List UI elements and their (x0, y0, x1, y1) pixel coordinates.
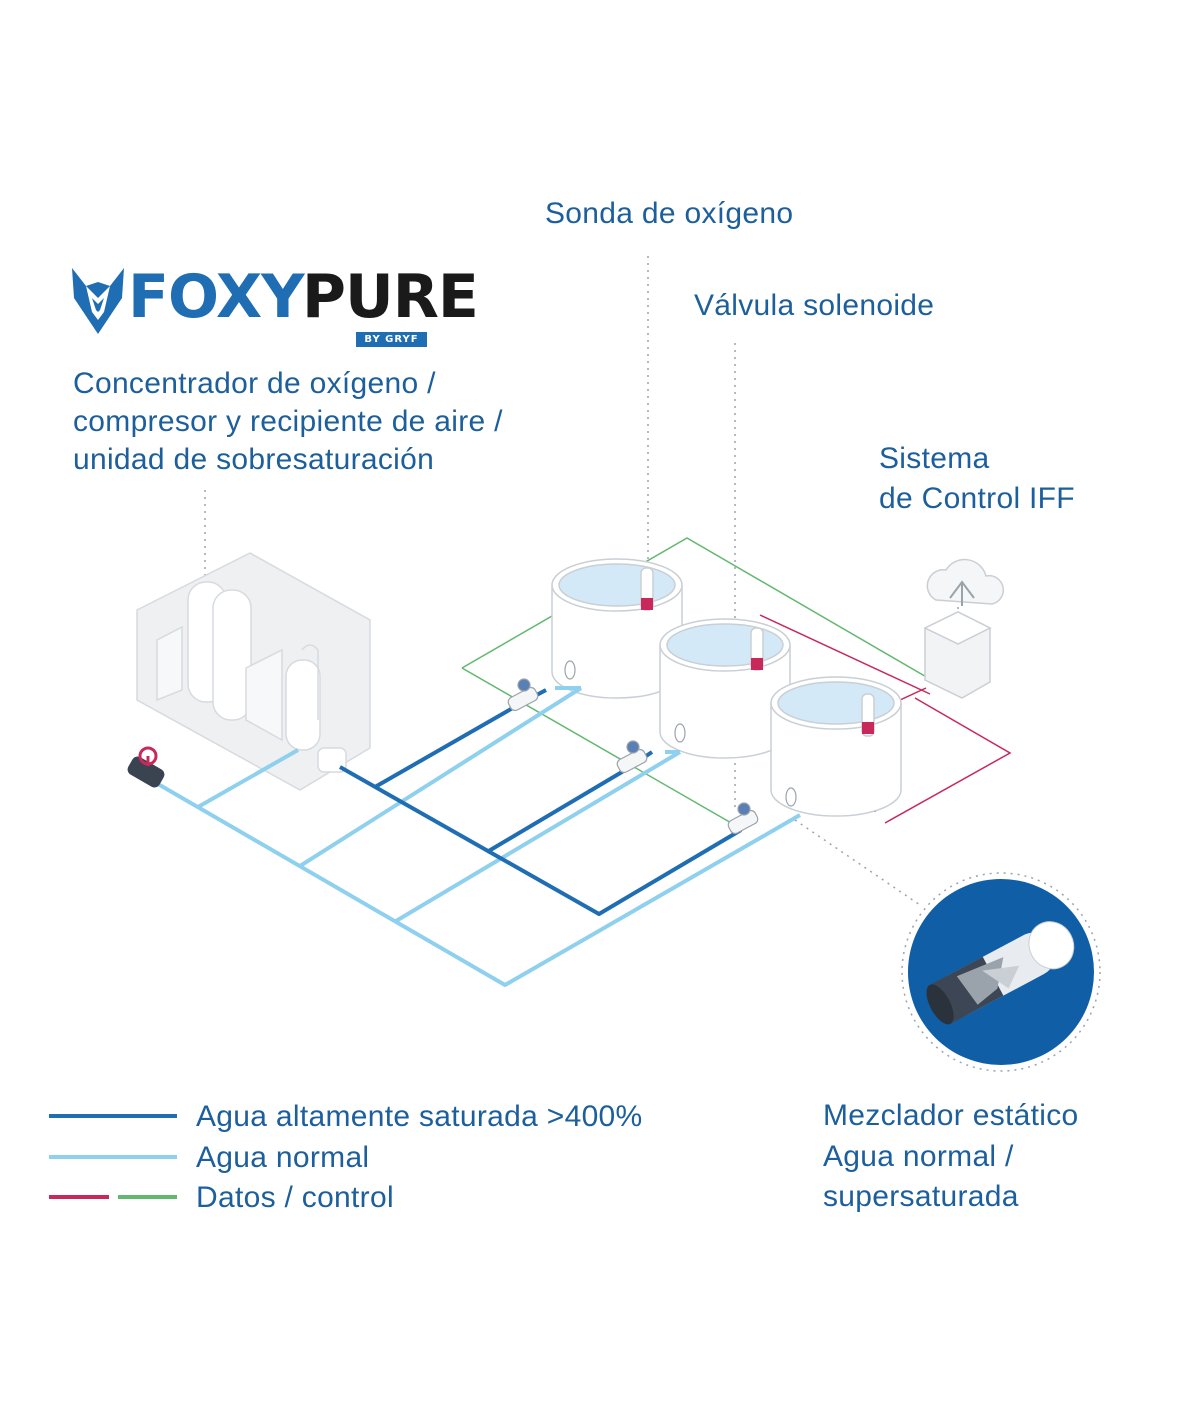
brand-logo: FOXY PURE BY GRYF (70, 262, 479, 352)
fox-logo-icon (72, 268, 124, 334)
static-mixer-icon (901, 872, 1101, 1072)
mixer-label-line3: supersaturada (823, 1180, 1019, 1213)
brand-name-part1: FOXY (128, 262, 305, 332)
concentrator-label-line1: Concentrador de oxígeno / (73, 367, 436, 400)
probe-label: Sonda de oxígeno (545, 197, 794, 230)
brand-name-part2: PURE (302, 262, 479, 332)
brand-tagline: BY GRYF (356, 332, 427, 347)
legend-swatch-data-green (118, 1195, 177, 1199)
legend-swatch-saturated (49, 1114, 177, 1118)
concentrator-label-line2: compresor y recipiente de aire / (73, 405, 503, 438)
mixer-label-line1: Mezclador estático (823, 1099, 1079, 1132)
legend-swatch-data-red (49, 1195, 109, 1199)
normal-water-pipes (156, 686, 801, 987)
valve-icon (507, 660, 797, 835)
tank-2 (659, 618, 791, 759)
data-line-green (461, 537, 936, 683)
legend-swatch-normal (49, 1155, 177, 1159)
valve-label: Válvula solenoide (694, 289, 935, 322)
concentrator-unit (136, 552, 371, 791)
legend-label-data: Datos / control (196, 1181, 394, 1214)
tank-3 (770, 676, 902, 817)
legend-label-saturated: Agua altamente saturada >400% (196, 1100, 643, 1133)
cloud-upload-icon (926, 558, 1004, 606)
control-label-line2: de Control IFF (879, 482, 1075, 515)
mixer-label-line2: Agua normal / (823, 1140, 1014, 1173)
inlet-valve-icon (127, 746, 165, 788)
concentrator-label-line3: unidad de sobresaturación (73, 443, 435, 476)
control-label-line1: Sistema (879, 442, 990, 475)
data-line-green-2 (461, 667, 741, 829)
control-system (923, 611, 992, 699)
tank-1 (551, 558, 683, 699)
legend-label-normal: Agua normal (196, 1141, 370, 1174)
